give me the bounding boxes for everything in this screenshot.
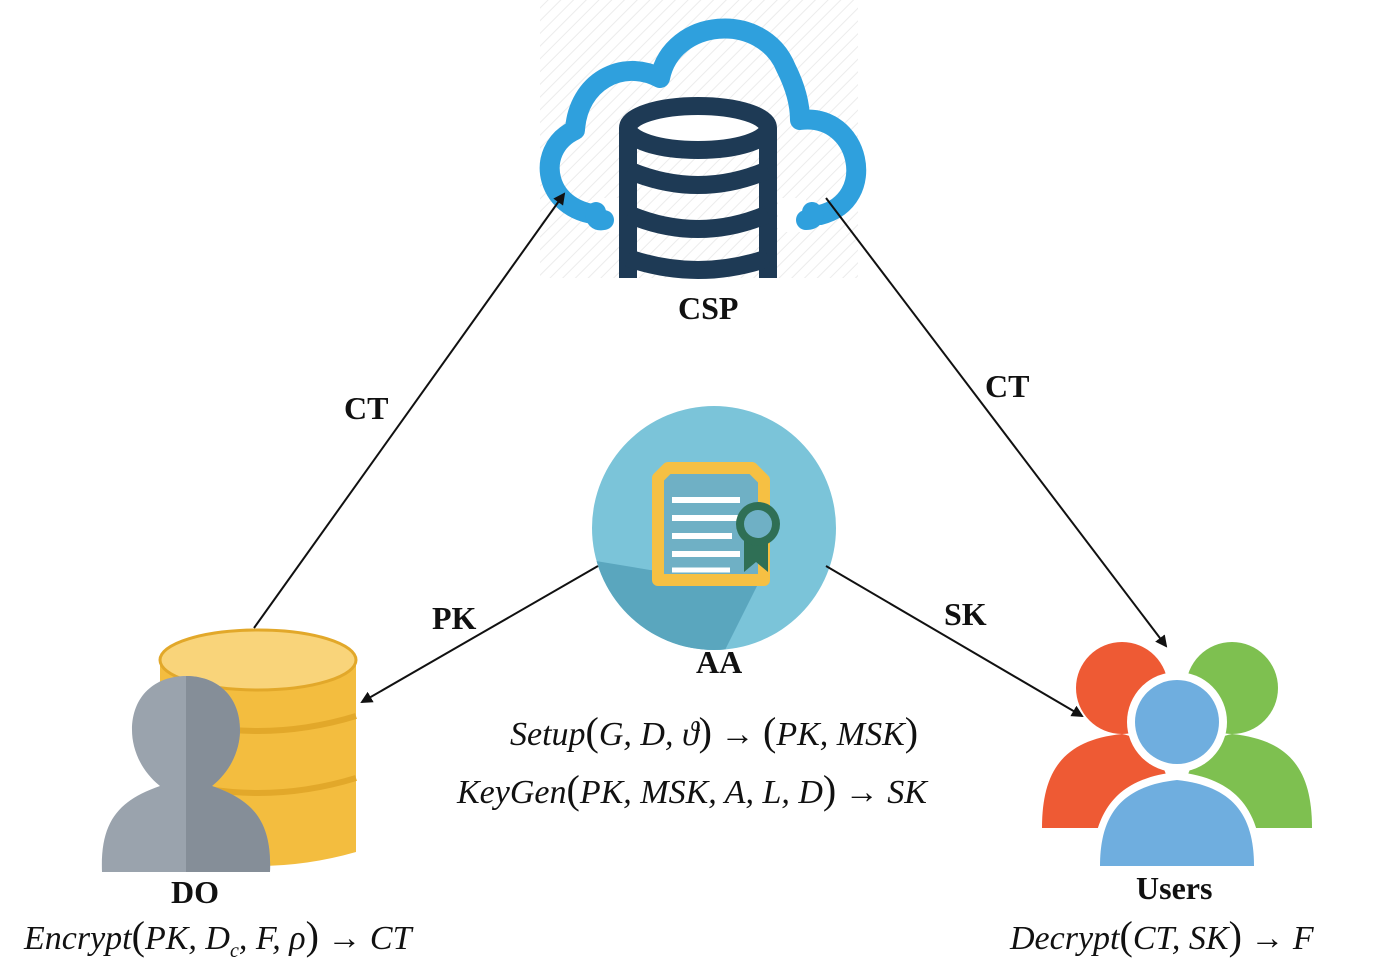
encrypt-args-b: , F, ρ [238,920,306,957]
edge-label-aa-to-do: PK [432,600,477,636]
decrypt-result: F [1292,920,1314,957]
edge-label-csp-to-users: CT [985,368,1030,404]
setup-fn: Setup [510,716,586,753]
edge-csp-to-users [825,197,1168,648]
encrypt-args-sub: c [229,939,239,962]
aa-label: AA [696,644,743,680]
decrypt-equation: Decrypt(CT, SK) → F [1010,913,1314,958]
edge-label-aa-to-users: SK [944,596,987,632]
encrypt-equation: Encrypt(PK, Dc, F, ρ) → CT [24,913,412,962]
keygen-equation: KeyGen(PK, MSK, A, L, D) → SK [457,767,927,812]
encrypt-args-a: PK, D [144,920,230,957]
edge-label-do-to-csp: CT [344,390,389,426]
csp-label: CSP [678,290,739,326]
edge-aa-to-users [825,565,1084,718]
do-user-icon [101,676,271,872]
edge-do-to-csp [253,192,566,629]
setup-equation: Setup(G, D, ϑ) → (PK, MSK) [510,709,919,754]
aa-certificate-icon [592,406,836,650]
keygen-result: SK [887,774,927,811]
do-label: DO [171,874,219,910]
keygen-fn: KeyGen [457,774,567,811]
setup-args: G, D, ϑ [598,716,699,753]
encrypt-fn: Encrypt [24,920,132,957]
user-blue-icon [1092,672,1262,872]
csp-database-icon [619,97,777,279]
keygen-args: PK, MSK, A, L, D [579,774,823,811]
decrypt-args: CT, SK [1132,920,1229,957]
users-label: Users [1136,870,1213,906]
edge-aa-to-do [360,565,599,703]
encrypt-result: CT [369,920,412,957]
do-owner-icon [88,626,366,872]
decrypt-fn: Decrypt [1010,920,1120,957]
users-group-icon [1042,642,1312,872]
setup-result: PK, MSK [776,716,905,753]
